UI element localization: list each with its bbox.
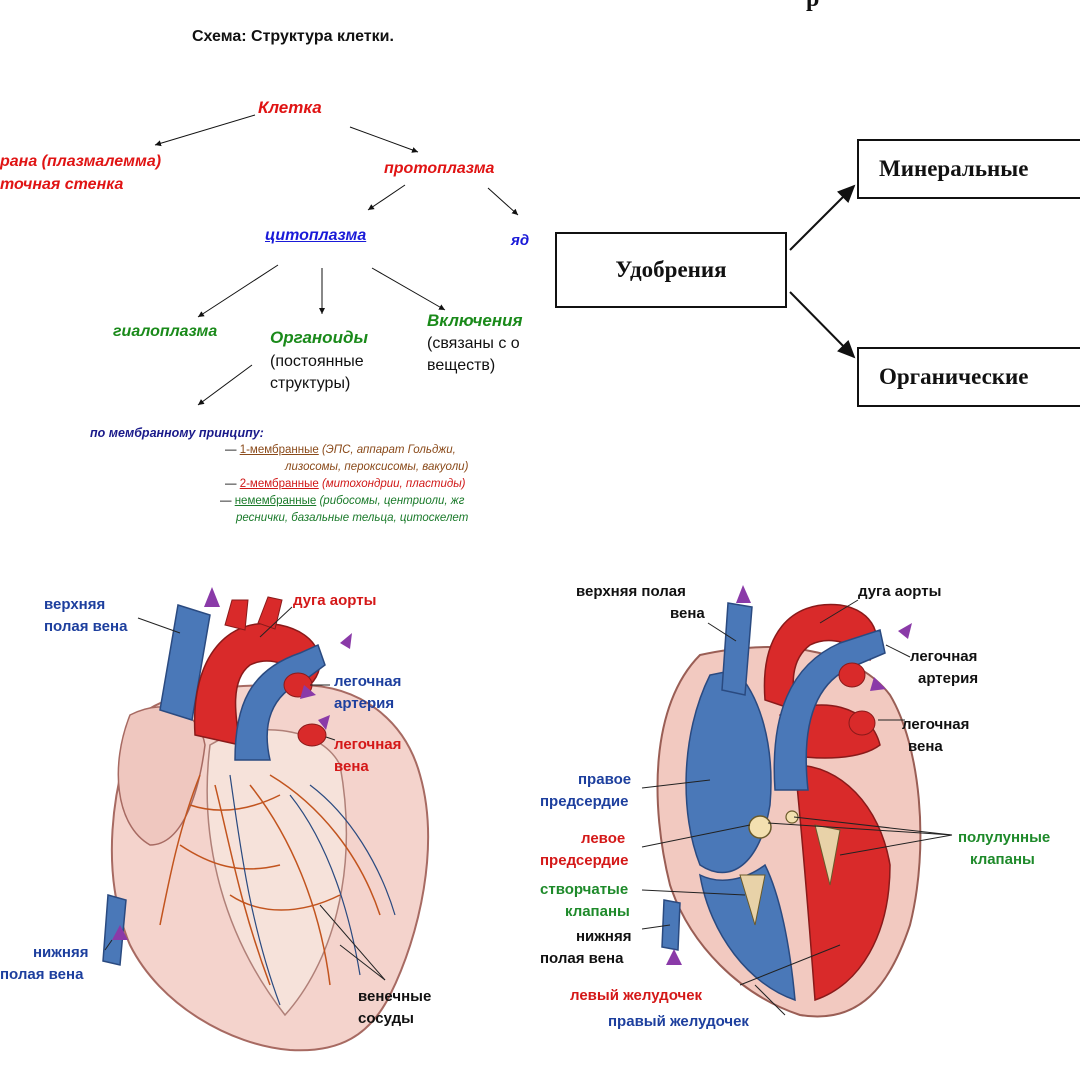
- two-membrane-row: — 2-мембранные (митохондрии, пластиды): [225, 478, 466, 490]
- semilunar-label-2: клапаны: [970, 851, 1035, 868]
- heart-section-illustration: [641, 585, 953, 1018]
- right-ventricle-label: правый желудочек: [608, 1013, 749, 1030]
- cell-title: Схема: Структура клетки.: [192, 28, 394, 45]
- mineral-label: Минеральные: [879, 156, 1029, 181]
- left-svc-label-2: полая вена: [44, 618, 128, 635]
- left-ivc-label-1: нижняя: [33, 944, 89, 961]
- one-membrane-label: 1-мембранные: [239, 444, 319, 456]
- organoids-label: Органоиды: [270, 328, 368, 347]
- semilunar-label-1: полулунные: [958, 829, 1051, 846]
- right-pulm-artery-label-2: артерия: [918, 670, 979, 687]
- organic-label: Органические: [879, 364, 1029, 389]
- organoids-note-1: (постоянные: [270, 353, 364, 370]
- left-coronary-label-1: венечные: [358, 988, 432, 1005]
- left-pulm-vein-label-1: легочная: [334, 736, 402, 753]
- inclusions-label: Включения: [427, 311, 523, 330]
- left-svc-label-1: верхняя: [44, 596, 106, 613]
- hyaloplasm-label: гиалоплазма: [113, 323, 218, 340]
- fertilizer-root-box: Удобрения: [555, 232, 787, 308]
- right-svc-label-2: вена: [670, 605, 705, 622]
- heart-external-diagram: верхняя полая вена дуга аорты легочная а…: [0, 545, 540, 1080]
- fertilizer-partial-title: р: [806, 0, 819, 13]
- inclusions-note-2: веществ): [427, 357, 496, 374]
- right-ivc-label-2: полая вена: [540, 950, 624, 967]
- left-pulm-vein-label-2: вена: [334, 758, 369, 775]
- protoplasm-label: протоплазма: [384, 160, 495, 177]
- inclusions-note-1: (связаны с о: [427, 335, 520, 352]
- two-membrane-label: 2-мембранные: [239, 478, 319, 490]
- right-pulm-vein-label-1: легочная: [902, 716, 970, 733]
- non-membrane-text-2: реснички, базальные тельца, цитоскелет: [236, 512, 469, 524]
- right-ivc-label-1: нижняя: [576, 928, 632, 945]
- organoids-note-2: структуры): [270, 375, 351, 392]
- right-pulm-vein-label-2: вена: [908, 738, 943, 755]
- one-membrane-text: (ЭПС, аппарат Гольджи,: [318, 444, 456, 456]
- cytoplasm-label: цитоплазма: [265, 227, 367, 244]
- cell-structure-diagram: Схема: Структура клетки. Клетка рана (пл…: [0, 0, 536, 545]
- mineral-box: Минеральные: [857, 139, 1080, 199]
- two-membrane-text: (митохондрии, пластиды): [318, 478, 466, 490]
- right-pulm-artery-label-1: легочная: [910, 648, 978, 665]
- cell-root: Клетка: [258, 98, 322, 117]
- left-ventricle-label: левый желудочек: [570, 987, 703, 1004]
- nucleus-label: яд: [511, 232, 530, 249]
- left-ivc-label-2: полая вена: [0, 966, 84, 983]
- right-svc-label-1: верхняя полая: [576, 583, 686, 600]
- right-atrium-label-1: правое: [578, 771, 632, 788]
- fertilizer-arrows: [789, 184, 856, 359]
- cell-diagram-arrows: [154, 114, 519, 406]
- cusp-valves-label-2: клапаны: [565, 903, 630, 920]
- left-pulm-artery-label-1: легочная: [334, 673, 402, 690]
- heart-section-diagram: верхняя полая вена дуга аорты легочная а…: [540, 545, 1080, 1080]
- left-pulm-artery-label-2: артерия: [334, 695, 395, 712]
- cusp-valves-label-1: створчатые: [540, 881, 629, 898]
- left-coronary-label-2: сосуды: [358, 1010, 414, 1027]
- one-membrane-text-2: лизосомы, пероксисомы, вакуоли): [285, 461, 469, 473]
- left-aortic-arch-label: дуга аорты: [293, 592, 377, 609]
- non-membrane-label: немембранные: [234, 495, 317, 507]
- left-atrium-label-1: левое: [581, 830, 626, 847]
- left-atrium-label-2: предсердие: [540, 852, 629, 869]
- membrane-label-1: рана (плазмалемма): [0, 153, 162, 170]
- non-membrane-text: (рибосомы, центриоли, жг: [316, 495, 465, 507]
- fertilizer-diagram: р Удобрения Минеральные Органические: [536, 0, 1080, 545]
- fertilizer-root-label: Удобрения: [615, 257, 727, 282]
- right-atrium-label-2: предсердие: [540, 793, 629, 810]
- organic-box: Органические: [857, 347, 1080, 407]
- non-membrane-row: — немембранные (рибосомы, центриоли, жг: [220, 495, 465, 507]
- membrane-principle-label: по мембранному принципу:: [90, 426, 264, 440]
- heart-external-illustration: [102, 587, 429, 1052]
- one-membrane-row: — 1-мембранные (ЭПС, аппарат Гольджи,: [225, 444, 456, 456]
- right-aortic-arch-label: дуга аорты: [858, 583, 942, 600]
- membrane-label-2: точная стенка: [0, 176, 124, 193]
